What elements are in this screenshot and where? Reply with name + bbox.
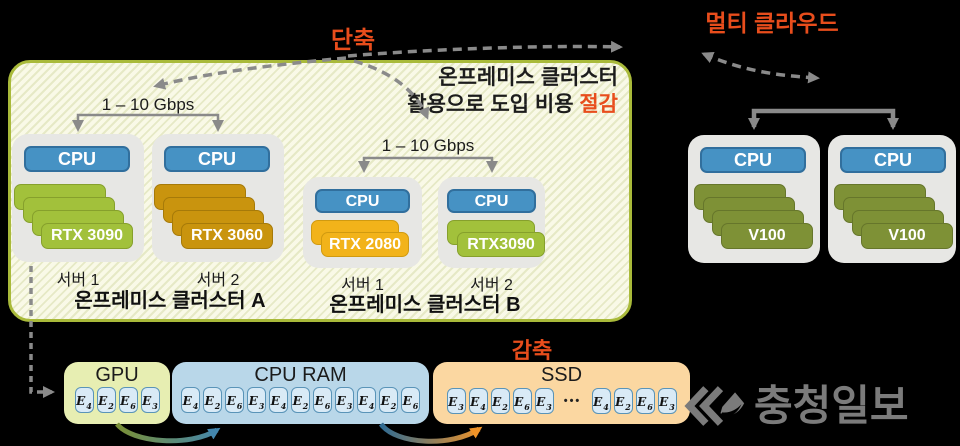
- server-label-b1: 서버 1: [341, 277, 384, 294]
- logo-text: 충청일보: [754, 382, 909, 429]
- onprem-title-line2: 활용으로 도입 비용: [407, 93, 580, 116]
- gpu-to-ram-arrow: [115, 422, 221, 444]
- onprem-title-highlight: 절감: [579, 93, 618, 116]
- cpu-ram-label: CPU RAM: [254, 364, 347, 386]
- gpu-card-label: RTX3090: [457, 232, 545, 257]
- gpu-card-label: RTX 3090: [41, 223, 133, 249]
- cpu-chip-b1: CPU: [315, 189, 410, 213]
- gpu-card-label: RTX 3060: [181, 223, 273, 249]
- server-label-a1: 서버 1: [56, 272, 100, 289]
- ssd-label: SSD: [540, 364, 583, 386]
- server-label-a2: 서버 2: [196, 272, 240, 289]
- ssd-ellipsis: •••: [563, 394, 582, 407]
- cluster-b-bandwidth-label: 1 – 10 Gbps: [381, 136, 475, 155]
- gpu-card-label: RTX 2080: [321, 232, 409, 257]
- cpu-chip-a1: CPU: [24, 146, 130, 172]
- newspaper-logo: 충청일보: [684, 383, 909, 429]
- ram-to-ssd-arrow: [378, 422, 483, 444]
- cluster-b-name: 온프레미스 클러스터 B: [329, 294, 521, 316]
- dashed-arrow-to-cloud: [347, 40, 623, 58]
- server-label-b2: 서버 2: [470, 277, 513, 294]
- cpu-chip-cloud1: CPU: [700, 147, 806, 173]
- shorten-label: 단축: [330, 27, 376, 54]
- onprem-title: 온프레미스 클러스터 활용으로 도입 비용 절감: [320, 64, 618, 118]
- gpu-card-label: V100: [721, 223, 813, 249]
- reduce-label: 감축: [511, 338, 553, 363]
- onprem-title-line1: 온프레미스 클러스터: [438, 66, 618, 89]
- cloud-link-bracket: [748, 108, 899, 130]
- multicloud-label: 멀티 클라우드: [705, 10, 839, 36]
- cpu-chip-a2: CPU: [164, 146, 270, 172]
- gpu-card-label: V100: [861, 223, 953, 249]
- cpu-chip-b2: CPU: [447, 189, 536, 213]
- dashed-arrow-multicloud: [701, 52, 820, 84]
- cluster-a-bandwidth-label: 1 – 10 Gbps: [101, 95, 195, 114]
- cpu-chip-cloud2: CPU: [840, 147, 946, 173]
- cluster-a-name: 온프레미스 클러스터 A: [74, 290, 266, 312]
- chevron-logo-icon: [684, 386, 745, 426]
- gpu-memory-label: GPU: [95, 364, 139, 386]
